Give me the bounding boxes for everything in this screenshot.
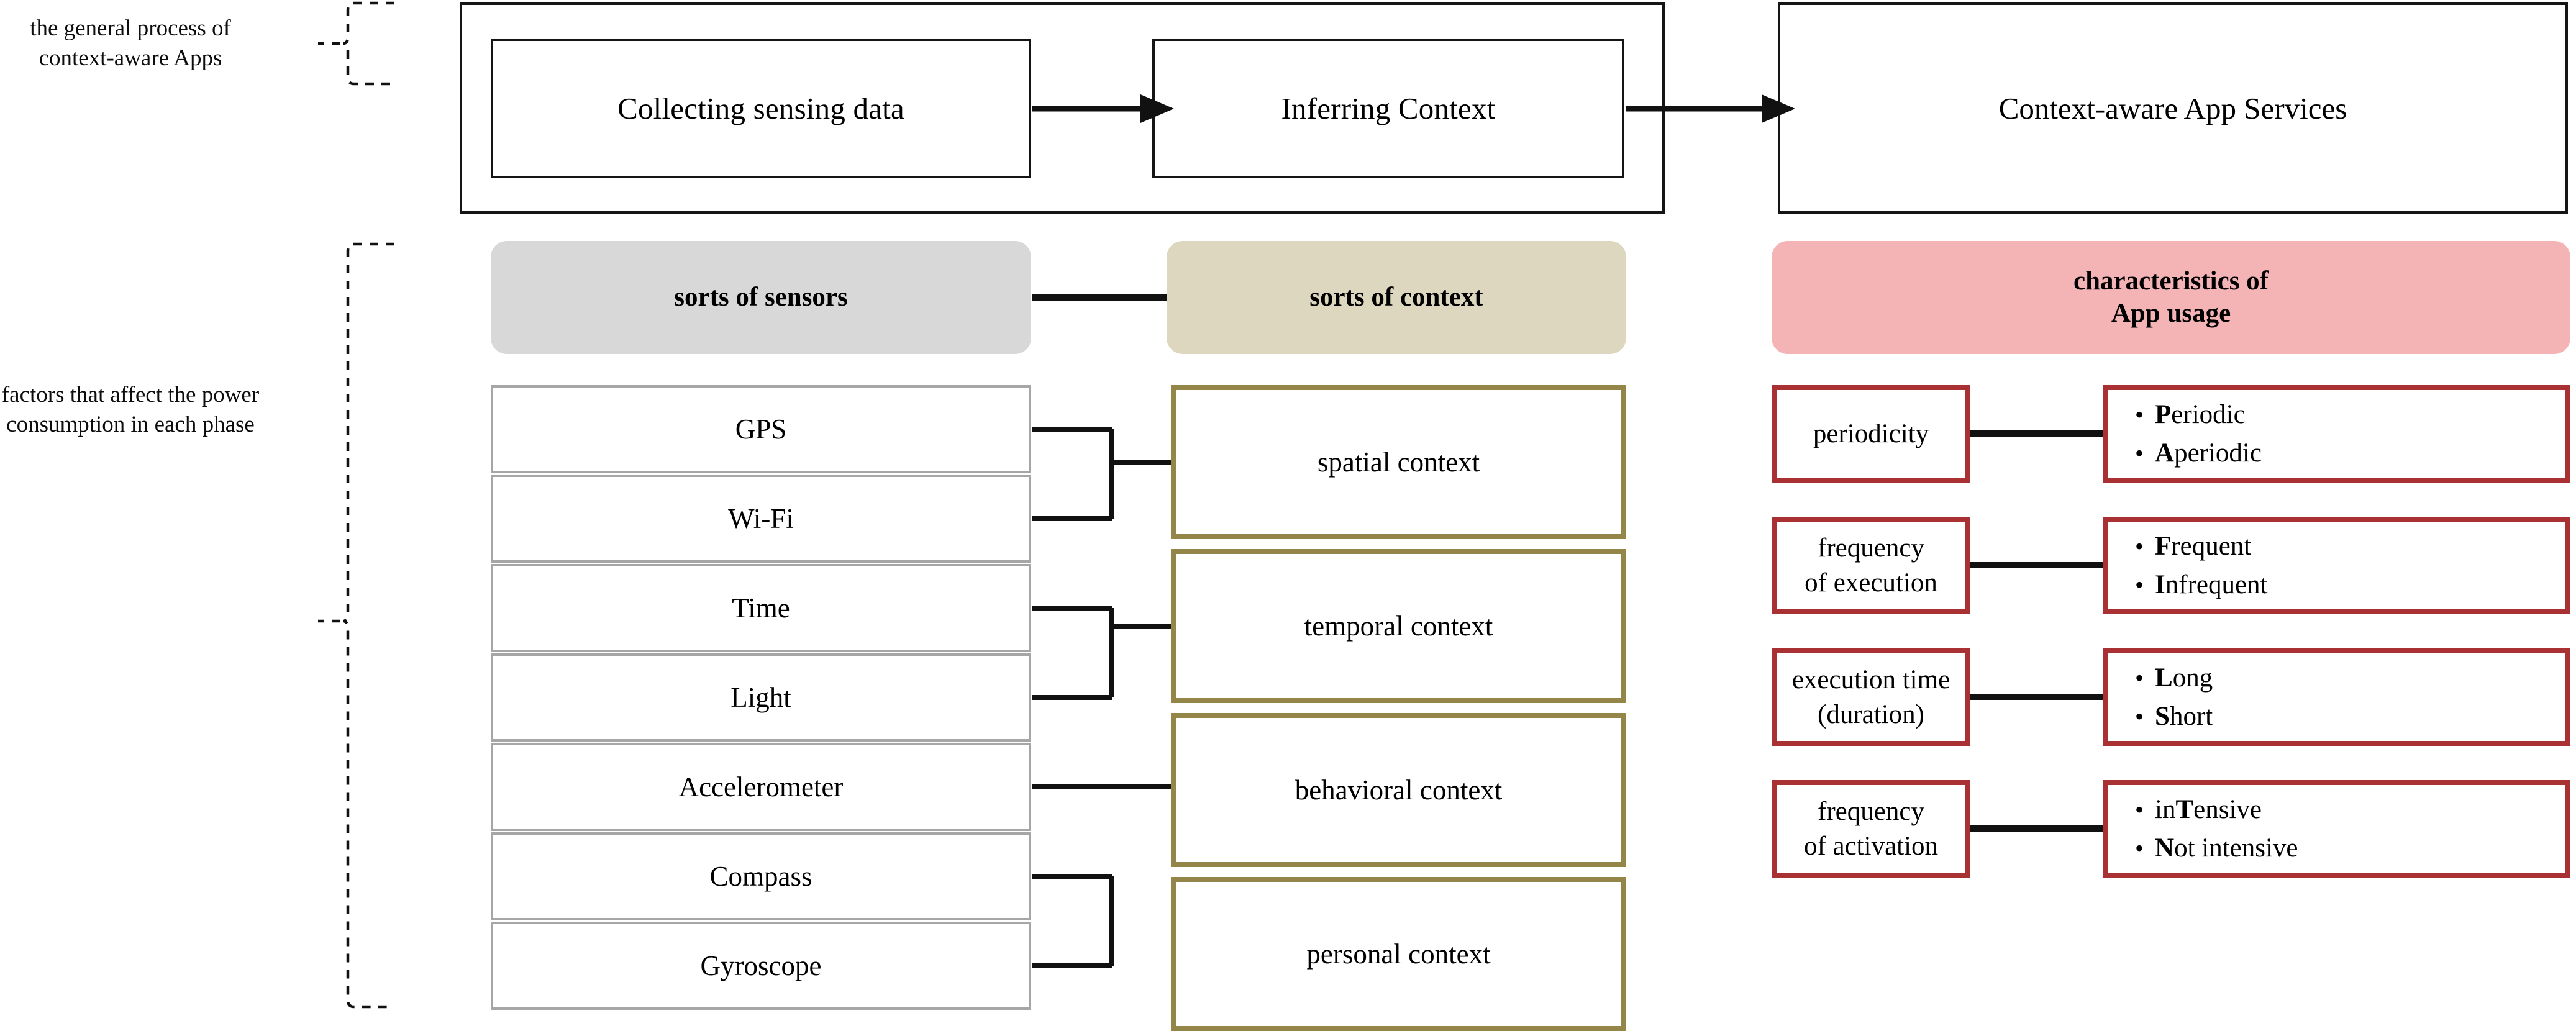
sensor-box-light[interactable]: Light [491,653,1031,742]
list-item: • Short [2135,697,2565,736]
bullet-icon: • [2135,702,2144,730]
bullet-icon: • [2135,795,2144,824]
app-char-name-line2: (duration) [1818,699,1924,729]
app-char-box-frequency-of-activation[interactable]: frequency of activation [1772,780,1970,878]
sensor-box-time[interactable]: Time [491,564,1031,652]
bullet-icon: • [2135,532,2144,560]
bullet-icon: • [2135,833,2144,862]
dashed-brace-top [318,1,394,86]
app-values-box-frequency-of-activation[interactable]: • inTensive • Not intensive [2103,780,2570,878]
app-char-name-line2: of execution [1805,568,1937,597]
dashed-brace-bottom [318,242,394,1009]
sensor-box-gyroscope[interactable]: Gyroscope [491,922,1031,1010]
context-box-behavioral[interactable]: behavioral context [1171,713,1626,867]
app-values-box-frequency-of-execution[interactable]: • Frequent • Infrequent [2103,517,2570,614]
app-header-line2: App usage [2111,299,2231,328]
app-values-box-execution-time[interactable]: • Long • Short [2103,648,2570,746]
sensor-box-accelerometer[interactable]: Accelerometer [491,743,1031,831]
app-value-text: inTensive [2155,794,2262,824]
app-char-box-frequency-of-execution[interactable]: frequency of execution [1772,517,1970,614]
app-char-name-line1: periodicity [1813,419,1929,448]
list-item: • Not intensive [2135,829,2565,868]
flow-container-right [1778,2,2568,214]
header-characteristics-of-app-usage: characteristics of App usage [1772,241,2570,354]
context-box-personal[interactable]: personal context [1171,877,1626,1031]
app-char-name-line2: of activation [1803,831,1939,861]
app-value-text: Short [2155,701,2213,731]
context-box-spatial[interactable]: spatial context [1171,385,1626,539]
flow-step-context-aware-app-services: Context-aware App Services [1998,91,2347,125]
context-box-temporal[interactable]: temporal context [1171,549,1626,703]
header-sorts-of-sensors: sorts of sensors [491,241,1031,354]
app-char-name-line1: frequency [1818,533,1924,563]
app-char-box-execution-time[interactable]: execution time (duration) [1772,648,1970,746]
list-item: • Long [2135,659,2565,697]
bullet-icon: • [2135,663,2144,692]
left-label-power-factors: factors that affect the power consumptio… [1,382,260,438]
list-item: • Frequent [2135,527,2565,566]
sensor-box-compass[interactable]: Compass [491,832,1031,920]
list-item: • Aperiodic [2135,434,2565,473]
app-value-text: Not intensive [2155,833,2298,863]
header-sorts-of-context: sorts of context [1167,241,1626,354]
app-value-text: Aperiodic [2155,438,2262,468]
bullet-icon: • [2135,400,2144,429]
flow-step-inferring-context[interactable]: Inferring Context [1152,39,1624,178]
app-values-box-periodicity[interactable]: • Periodic • Aperiodic [2103,385,2570,483]
flow-step-collecting-sensing-data[interactable]: Collecting sensing data [491,39,1031,178]
list-item: • Periodic [2135,396,2565,434]
list-item: • inTensive [2135,791,2565,829]
app-char-name-line1: frequency [1818,796,1924,826]
app-value-text: Long [2155,663,2213,693]
bullet-icon: • [2135,570,2144,599]
app-char-box-periodicity[interactable]: periodicity [1772,385,1970,483]
app-value-text: Frequent [2155,531,2252,561]
app-value-text: Periodic [2155,399,2246,429]
sensor-box-gps[interactable]: GPS [491,385,1031,473]
sensor-box-wifi[interactable]: Wi-Fi [491,475,1031,563]
left-label-general-process: the general process of context-aware App… [30,16,231,71]
list-item: • Infrequent [2135,566,2565,604]
app-header-line1: characteristics of [2073,266,2269,296]
app-value-text: Infrequent [2155,570,2268,599]
bullet-icon: • [2135,438,2144,467]
app-char-name-line1: execution time [1791,665,1950,694]
